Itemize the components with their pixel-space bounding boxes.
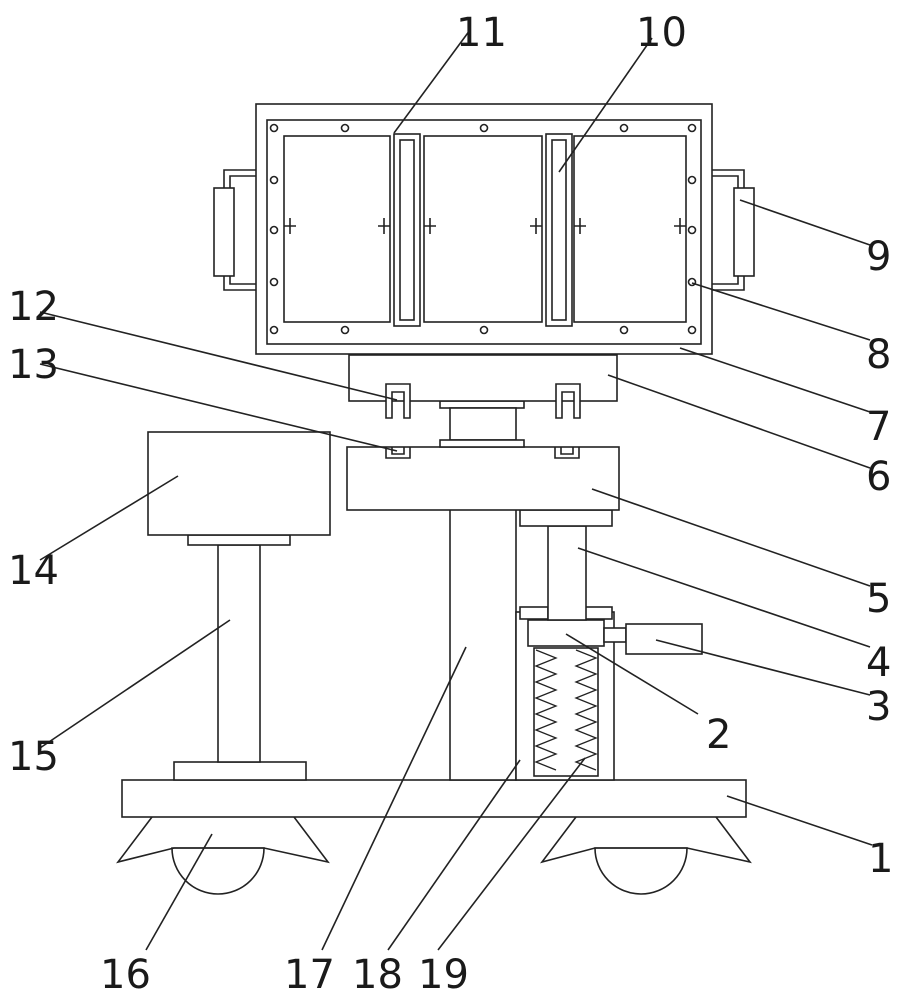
label-13: 13: [8, 342, 59, 388]
left-support-column: [173, 534, 307, 781]
label-2: 2: [706, 712, 731, 758]
label-3: 3: [866, 684, 891, 730]
left-wheel: [115, 816, 330, 895]
label-10: 10: [636, 10, 687, 56]
part-labels: 1 2 3 4 5 6 7 8 9 10 11 12 13 14 15 16 1…: [8, 10, 893, 998]
panel-dividers: [393, 133, 573, 327]
base-plate: [121, 779, 747, 818]
rod-cap: [519, 509, 613, 527]
frame-bolts: [269, 123, 697, 335]
right-handle: [712, 169, 755, 291]
label-15: 15: [8, 734, 59, 780]
label-5: 5: [866, 576, 891, 622]
upper-mount-block: [348, 354, 618, 402]
left-handle: [213, 169, 256, 291]
spring-coil: [534, 649, 598, 771]
center-column: [449, 507, 517, 781]
inner-frame: [266, 119, 702, 345]
label-19: 19: [418, 952, 469, 998]
label-11: 11: [456, 10, 507, 56]
label-14: 14: [8, 548, 59, 594]
label-7: 7: [866, 404, 891, 450]
leader-lines: [39, 29, 873, 951]
label-8: 8: [866, 332, 891, 378]
main-frame: [255, 103, 713, 355]
label-6: 6: [866, 454, 891, 500]
label-17: 17: [284, 952, 335, 998]
label-4: 4: [866, 640, 891, 686]
label-12: 12: [8, 284, 59, 330]
side-motor: [603, 623, 703, 655]
upper-clips: [385, 383, 581, 419]
label-18: 18: [352, 952, 403, 998]
rotary-joint: [439, 400, 525, 448]
panel-cells: [283, 135, 687, 323]
label-1: 1: [868, 836, 893, 882]
piston-rod: [547, 525, 587, 621]
control-box: [147, 431, 331, 536]
label-9: 9: [866, 234, 891, 280]
right-wheel: [539, 816, 752, 895]
label-16: 16: [100, 952, 151, 998]
spring-housing: [515, 606, 615, 781]
